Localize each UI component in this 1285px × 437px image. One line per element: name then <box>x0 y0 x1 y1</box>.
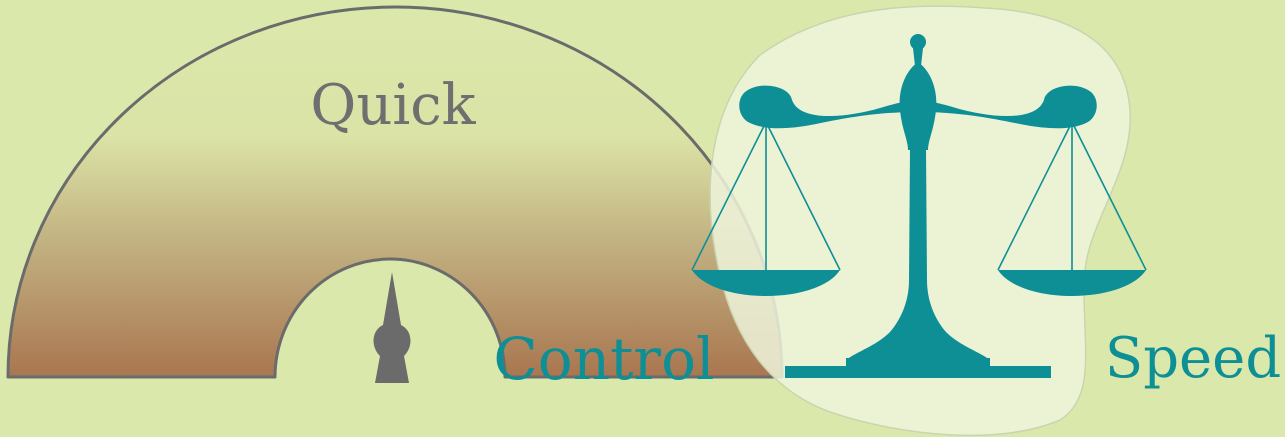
gauge-needle-icon <box>374 272 411 383</box>
speed-label: Speed <box>1105 326 1281 391</box>
quick-label: Quick <box>310 73 476 138</box>
control-label: Control <box>493 325 714 393</box>
